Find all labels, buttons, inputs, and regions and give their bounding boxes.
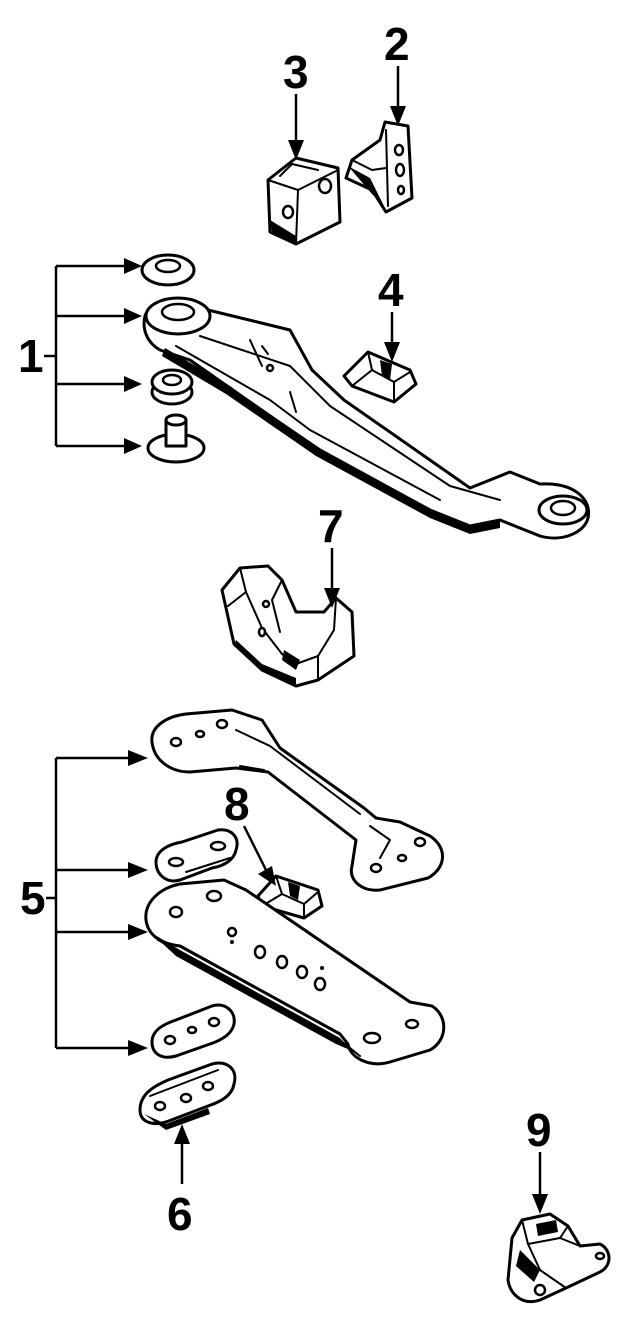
callout-1: 1 xyxy=(18,330,44,382)
leader-8 xyxy=(242,825,276,886)
part-5-lower-crossmember xyxy=(144,878,446,1066)
leader-4 xyxy=(384,312,400,362)
part-1-lower-bushing xyxy=(150,368,194,406)
part-5-bottom-plate xyxy=(150,1003,236,1059)
leader-2 xyxy=(390,66,406,126)
leader-3 xyxy=(288,94,304,160)
leader-6 xyxy=(174,1124,190,1184)
part-1-crossmember xyxy=(142,296,591,540)
part-5-small-plate xyxy=(154,828,239,883)
leader-9 xyxy=(532,1152,548,1214)
callout-8: 8 xyxy=(224,778,250,830)
callout-2: 2 xyxy=(384,18,410,70)
callout-9: 9 xyxy=(526,1104,552,1156)
leader-5 xyxy=(46,750,148,1056)
callout-7: 7 xyxy=(318,500,344,552)
part-5-upper-crossmember xyxy=(150,708,444,892)
leader-7 xyxy=(324,548,340,608)
part-2-bracket xyxy=(344,120,414,214)
callout-6: 6 xyxy=(167,1188,193,1240)
leader-1 xyxy=(44,258,142,454)
part-1-upper-washer xyxy=(140,253,196,287)
part-1-sleeve xyxy=(146,413,206,464)
callout-3: 3 xyxy=(283,46,309,98)
part-7-mount xyxy=(220,564,356,688)
part-3-mount-block xyxy=(266,156,342,246)
callout-4: 4 xyxy=(378,264,404,316)
part-6-insulator-pad xyxy=(138,1061,237,1130)
callout-5: 5 xyxy=(20,872,46,924)
part-4-insulator xyxy=(342,350,418,404)
part-9-mount xyxy=(506,1212,611,1303)
